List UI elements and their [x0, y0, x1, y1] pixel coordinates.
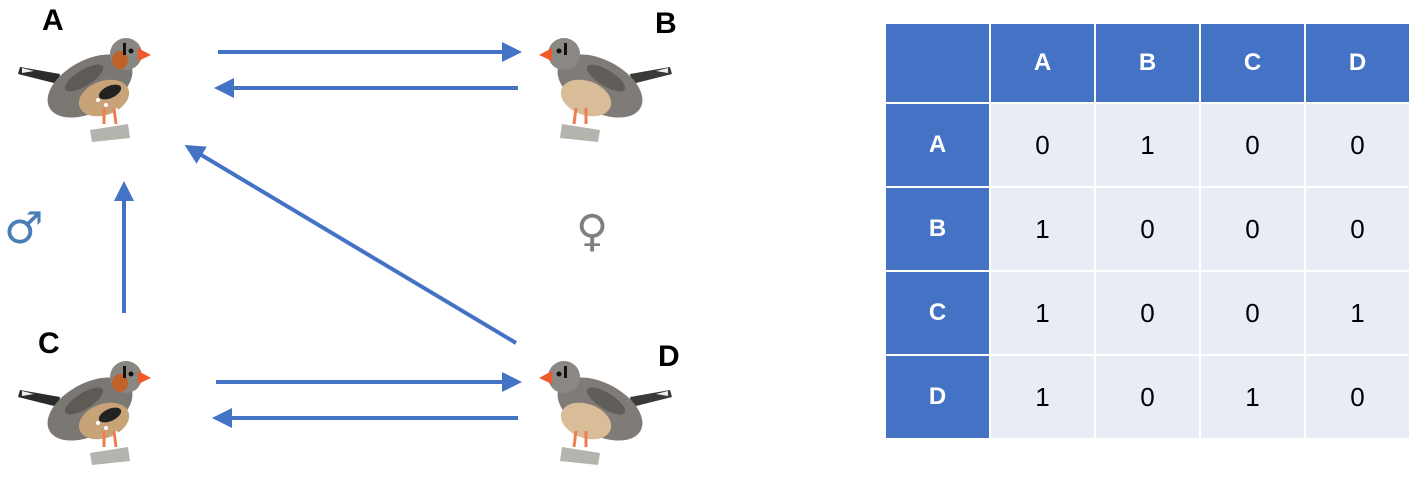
female-symbol-icon: ♀	[576, 206, 608, 257]
matrix-row-header: A	[884, 102, 991, 188]
matrix-cell: 1	[989, 270, 1096, 356]
matrix-cell: 1	[989, 354, 1096, 440]
matrix-col-header: A	[989, 22, 1096, 104]
matrix-cell: 0	[1304, 102, 1411, 188]
bird-a-icon	[16, 36, 153, 144]
matrix-row-header: B	[884, 186, 991, 272]
matrix-cell: 0	[989, 102, 1096, 188]
matrix-cell: 0	[1094, 354, 1201, 440]
matrix-cell: 0	[1304, 354, 1411, 440]
adjacency-matrix: A B C D A 0 1 0 0 B 1 0 0 0 C 1 0 0 1 D …	[884, 22, 1411, 440]
matrix-row: A 0 1 0 0	[884, 102, 1411, 188]
bird-d-icon	[537, 359, 674, 467]
bird-b-icon	[537, 36, 674, 144]
matrix-col-header: B	[1094, 22, 1201, 104]
matrix-col-header: D	[1304, 22, 1411, 104]
matrix-row-header: C	[884, 270, 991, 356]
matrix-cell: 1	[989, 186, 1096, 272]
network-diagram: A B C D ♂ ♀	[4, 4, 680, 467]
matrix-corner-cell	[884, 22, 991, 104]
matrix-cell: 1	[1094, 102, 1201, 188]
matrix-cell: 1	[1199, 354, 1306, 440]
matrix-cell: 0	[1199, 186, 1306, 272]
node-label-c: C	[38, 327, 60, 360]
matrix-cell: 0	[1304, 186, 1411, 272]
matrix-cell: 0	[1094, 270, 1201, 356]
matrix-col-header: C	[1199, 22, 1306, 104]
matrix-row-header: D	[884, 354, 991, 440]
edge-d-to-a	[184, 144, 518, 345]
matrix-cell: 1	[1304, 270, 1411, 356]
matrix-header-row: A B C D	[884, 22, 1411, 104]
node-label-d: D	[658, 340, 680, 373]
matrix-row: D 1 0 1 0	[884, 354, 1411, 440]
matrix-cell: 0	[1199, 102, 1306, 188]
matrix-row: B 1 0 0 0	[884, 186, 1411, 272]
node-label-b: B	[655, 7, 677, 40]
bird-c-icon	[16, 359, 153, 467]
matrix-cell: 0	[1094, 186, 1201, 272]
matrix-row: C 1 0 0 1	[884, 270, 1411, 356]
matrix-cell: 0	[1199, 270, 1306, 356]
male-symbol-icon: ♂	[4, 203, 43, 254]
node-label-a: A	[42, 4, 64, 37]
